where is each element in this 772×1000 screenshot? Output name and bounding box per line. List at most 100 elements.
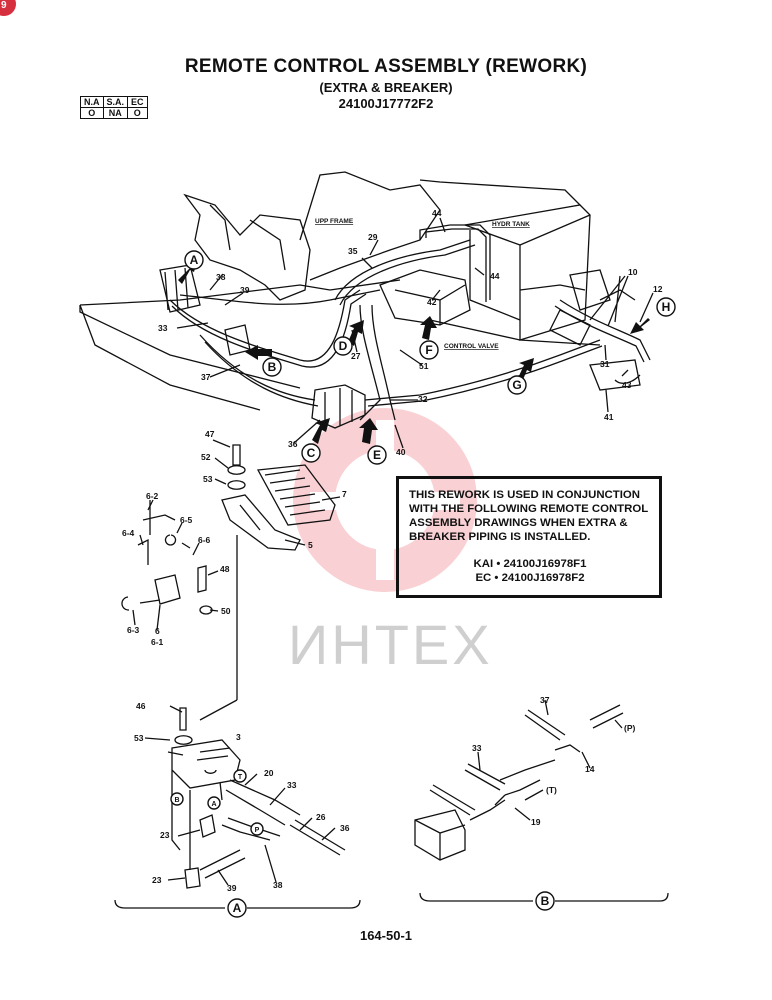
part-7: 7 [342,489,347,499]
arrow-h [630,318,650,334]
notice-refs: KAI • 24100J16978F1 EC • 24100J16978F2 [409,557,651,585]
part-6-2: 6-2 [146,491,159,501]
part-47: 47 [205,429,215,439]
arrow-g [518,358,534,382]
part-a-3: 3 [236,732,241,742]
callout-c-circle [301,443,321,463]
arrow-d [348,320,364,346]
part-43: 43 [622,380,632,390]
part-27: 27 [351,351,361,361]
part-b-33: 33 [472,743,482,753]
part-6-6: 6-6 [198,535,211,545]
part-42: 42 [427,297,437,307]
avail-value-ec: O [127,107,148,119]
arrow-b [245,345,272,360]
callout-c: C [307,446,316,460]
part-6-5: 6-5 [180,515,193,525]
corner-badge: 9 [0,0,16,16]
label-upp-frame: UPP FRAME [315,218,354,225]
part-a-38: 38 [273,880,283,890]
part-b-37: 37 [540,695,550,705]
port-t-circle [233,769,247,783]
callout-b-circle [262,357,282,377]
part-a-46: 46 [136,701,146,711]
avail-value-sa: NA [102,107,129,119]
part-31: 31 [600,359,610,369]
callout-a: A [190,253,199,267]
label-control-valve: CONTROL VALVE [444,343,499,350]
part-12: 12 [653,284,663,294]
part-38: 38 [216,272,226,282]
section-a-label: A [233,901,242,915]
part-6-1: 6-1 [151,637,164,647]
arrow-e [359,418,378,444]
notice-ref-ec: EC • 24100J16978F2 [475,572,585,584]
section-b-circle [535,891,555,911]
part-a-39: 39 [227,883,237,893]
callout-g: G [512,378,521,392]
part-a-23: 23 [160,830,170,840]
part-44: 44 [432,208,442,218]
watermark-emblem [293,408,477,592]
part-41: 41 [604,412,614,422]
part-a-36: 36 [340,823,350,833]
part-b-p: (P) [624,723,636,733]
notice-line-3: ASSEMBLY DRAWINGS WHEN EXTRA & [409,517,628,529]
port-p-label: P [255,827,260,834]
callout-e-circle [367,445,387,465]
part-b-14: 14 [585,764,595,774]
availability-table: N.A S.A. EC O NA O [80,96,148,119]
port-t-label: T [238,774,243,781]
part-50: 50 [221,606,231,616]
page-subtitle: (EXTRA & BREAKER) [319,80,453,95]
notice-line-2: WITH THE FOLLOWING REMOTE CONTROL [409,503,649,515]
callout-d-circle [333,336,353,356]
part-53: 53 [203,474,213,484]
part-6: 6 [155,626,160,636]
part-32: 32 [418,394,428,404]
part-6-3: 6-3 [127,625,140,635]
callout-f-circle [419,340,439,360]
part-b-t: (T) [546,785,557,795]
part-48: 48 [220,564,230,574]
port-a-circle [207,796,221,810]
callout-e: E [373,448,381,462]
part-10: 10 [628,267,638,277]
port-b-label: B [174,797,179,804]
rework-notice-box: THIS REWORK IS USED IN CONJUNCTION WITH … [396,476,662,598]
notice-line-4: BREAKER PIPING IS INSTALLED. [409,531,591,543]
part-39: 39 [240,285,250,295]
part-b-19: 19 [531,817,541,827]
part-29: 29 [368,232,378,242]
section-b-label: B [541,894,550,908]
notice-line-1: THIS REWORK IS USED IN CONJUNCTION [409,489,640,501]
part-a-23b: 23 [152,875,162,885]
drawing-number: 24100J17772F2 [338,96,434,111]
part-36: 36 [288,439,298,449]
part-44b: 44 [490,271,500,281]
part-33: 33 [158,323,168,333]
part-a-26: 26 [316,812,326,822]
port-b-circle [170,792,184,806]
part-35: 35 [348,246,358,256]
arrow-c [312,418,330,444]
callout-d: D [339,339,348,353]
part-37: 37 [201,372,211,382]
part-a-53: 53 [134,733,144,743]
part-5: 5 [308,540,313,550]
port-a-label: A [211,801,216,808]
callout-g-circle [507,375,527,395]
page-title: REMOTE CONTROL ASSEMBLY (REWORK) [184,56,588,77]
arrow-f [420,316,437,340]
part-a-33: 33 [287,780,297,790]
callout-a-circle [184,250,204,270]
flow-arrows [178,258,650,444]
watermark-text: ИНТЕХ [288,613,493,676]
label-hydr-tank: HYDR TANK [492,221,530,228]
part-40: 40 [396,447,406,457]
callout-h-circle [656,297,676,317]
port-p-circle [250,822,264,836]
callout-b: B [268,360,277,374]
part-52: 52 [201,452,211,462]
